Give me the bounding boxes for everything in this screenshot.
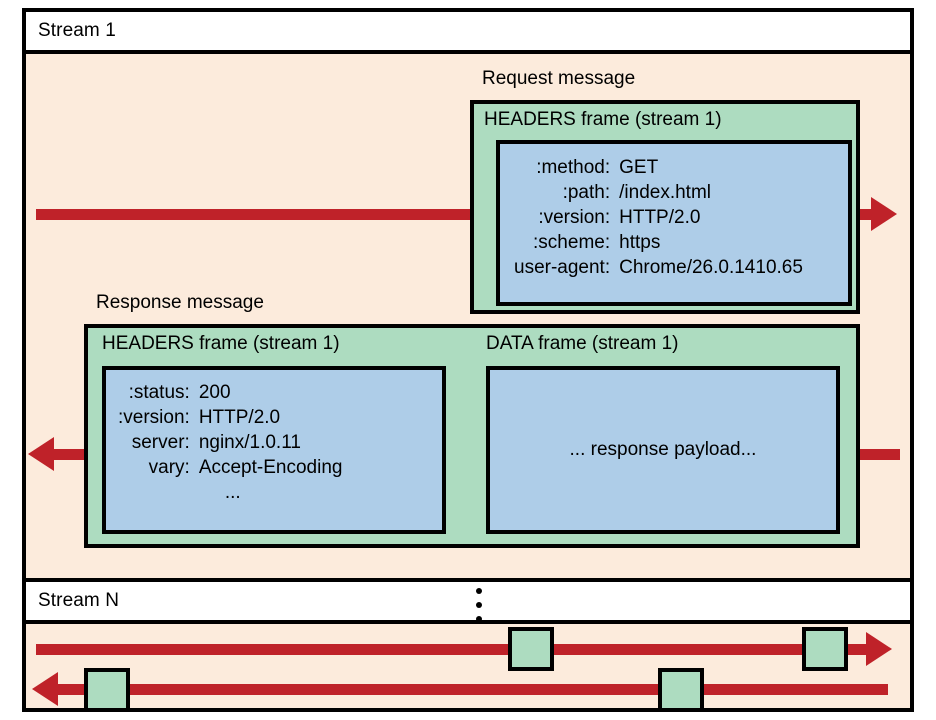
header-key: user-agent: bbox=[514, 257, 611, 278]
header-key: vary: bbox=[148, 457, 190, 478]
table-row: :scheme: https bbox=[514, 230, 803, 255]
header-value: Chrome/26.0.1410.65 bbox=[619, 257, 803, 278]
request-arrow-head bbox=[871, 197, 897, 231]
header-key: :method: bbox=[536, 157, 611, 178]
table-row: ... bbox=[118, 480, 342, 505]
request-arrow-line bbox=[36, 209, 886, 220]
header-value: /index.html bbox=[619, 182, 711, 203]
stream-n-inbound-arrow-line bbox=[58, 684, 888, 695]
stream-n-outbound-frame-marker bbox=[802, 627, 848, 671]
stream-1-label-band: Stream 1 bbox=[26, 12, 910, 54]
header-key: :path: bbox=[562, 182, 611, 203]
request-headers-frame-title: HEADERS frame (stream 1) bbox=[484, 109, 722, 130]
header-key: :status: bbox=[128, 382, 190, 403]
diagram-outer-frame: Stream 1 Request message HEADERS frame (… bbox=[22, 8, 914, 712]
response-payload-text: ... response payload... bbox=[569, 439, 757, 460]
header-key bbox=[118, 480, 199, 505]
stream-n-inbound-arrow-head bbox=[32, 672, 58, 706]
response-message-label: Response message bbox=[96, 292, 264, 313]
response-arrow-head bbox=[28, 437, 54, 471]
request-headers-table: :method: GET :path: /index.html :version… bbox=[514, 155, 803, 280]
header-value: GET bbox=[619, 157, 659, 178]
stream-n-inbound-frame-marker bbox=[84, 668, 130, 712]
stream-1-panel: Request message HEADERS frame (stream 1)… bbox=[26, 54, 910, 578]
request-headers-frame: HEADERS frame (stream 1) :method: GET :p… bbox=[470, 100, 860, 314]
response-frames-container: HEADERS frame (stream 1) :status: 200 :v… bbox=[84, 324, 860, 548]
table-row: server: nginx/1.0.11 bbox=[118, 430, 342, 455]
table-row: :version: HTTP/2.0 bbox=[514, 205, 803, 230]
stream-n-label: Stream N bbox=[38, 590, 120, 611]
stream-n-outbound-frame-marker bbox=[508, 627, 554, 671]
stream-n-label-band: Stream N bbox=[26, 578, 910, 624]
response-headers-frame-title: HEADERS frame (stream 1) bbox=[102, 333, 340, 354]
header-value: https bbox=[619, 232, 661, 253]
response-headers-payload-box: :status: 200 :version: HTTP/2.0 server: … bbox=[102, 366, 446, 534]
table-row: vary: Accept-Encoding bbox=[118, 455, 343, 480]
vertical-ellipsis-icon bbox=[474, 588, 484, 622]
header-key: :version: bbox=[538, 207, 611, 228]
table-row: user-agent: Chrome/26.0.1410.65 bbox=[514, 255, 803, 280]
header-value: nginx/1.0.11 bbox=[198, 432, 301, 453]
header-key: :scheme: bbox=[533, 232, 611, 253]
stream-1-label: Stream 1 bbox=[38, 20, 116, 41]
stream-n-outbound-arrow-head bbox=[866, 632, 892, 666]
request-message-label: Request message bbox=[482, 68, 636, 89]
stream-n-panel bbox=[26, 624, 910, 712]
header-value: 200 bbox=[198, 382, 231, 403]
stream-n-inbound-frame-marker bbox=[658, 668, 704, 712]
header-value: HTTP/2.0 bbox=[619, 207, 701, 228]
table-row: :version: HTTP/2.0 bbox=[118, 405, 342, 430]
header-value: HTTP/2.0 bbox=[198, 407, 281, 428]
request-headers-payload-box: :method: GET :path: /index.html :version… bbox=[496, 140, 852, 306]
table-row: :status: 200 bbox=[118, 380, 342, 405]
table-row: :path: /index.html bbox=[514, 180, 803, 205]
header-value: ... bbox=[224, 482, 241, 503]
table-row: :method: GET bbox=[514, 155, 803, 180]
stream-n-outbound-arrow-line bbox=[36, 644, 876, 655]
response-data-payload-box: ... response payload... bbox=[486, 366, 840, 534]
response-headers-table: :status: 200 :version: HTTP/2.0 server: … bbox=[118, 380, 342, 505]
response-data-frame-title: DATA frame (stream 1) bbox=[486, 333, 679, 354]
header-value: Accept-Encoding bbox=[198, 457, 343, 478]
header-key: server: bbox=[131, 432, 190, 453]
header-key: :version: bbox=[118, 407, 190, 428]
